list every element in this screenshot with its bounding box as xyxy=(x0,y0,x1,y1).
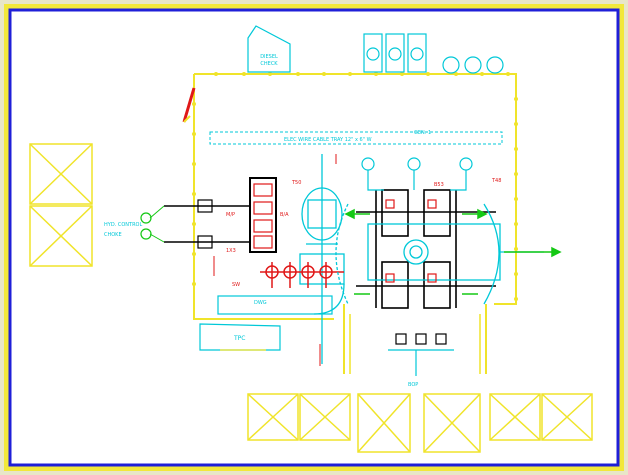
left-label-1: HYD. CONTROL xyxy=(104,222,142,228)
svg-text:M/P: M/P xyxy=(226,212,235,218)
svg-text:DWG: DWG xyxy=(254,300,267,306)
red-annotations xyxy=(213,154,337,366)
ctl-box-label: TPC xyxy=(233,335,245,342)
bop-label: BOP xyxy=(408,382,418,388)
cable-tray: ELEC WIRE CABLE TRAY 12" x 6" W GEN. 1 xyxy=(209,130,503,145)
svg-text:T50: T50 xyxy=(291,180,301,186)
svg-text:T48: T48 xyxy=(491,178,501,184)
left-manifold: HYD. CONTROL CHOKE xyxy=(104,199,250,249)
engine-top-pumps xyxy=(361,157,473,191)
right-guides xyxy=(349,314,481,374)
svg-text:B/A: B/A xyxy=(280,212,289,218)
control-area: DWG TPC xyxy=(199,295,333,351)
outline-markers xyxy=(192,72,518,301)
cable-tray-label: ELEC WIRE CABLE TRAY 12" x 6" W xyxy=(284,137,372,143)
top-box-label: DIESEL xyxy=(260,54,278,60)
engine-red: B53 T48 xyxy=(385,178,501,283)
left-crossed-boxes xyxy=(29,143,93,267)
top-tanks xyxy=(363,33,427,73)
top-circles xyxy=(442,56,504,74)
red-marker xyxy=(182,87,196,123)
left-label-2: CHOKE xyxy=(104,232,122,238)
red-valve-row: SW xyxy=(232,262,344,288)
svg-text:CHECK: CHECK xyxy=(260,61,278,67)
engine-assembly xyxy=(356,189,496,309)
svg-text:1X3: 1X3 xyxy=(226,248,236,254)
rig-layout-drawing: DIESEL CHECK ELEC WIRE CABLE TRAY 12" x … xyxy=(4,4,624,471)
svg-text:SW: SW xyxy=(232,282,240,288)
bop-valves xyxy=(388,333,454,376)
engine-cyan xyxy=(335,203,544,305)
pump-block-left: T50 B/A M/P 1X3 xyxy=(226,177,301,254)
rig-floor-outline xyxy=(193,73,517,374)
top-equipment-box: DIESEL CHECK xyxy=(247,25,291,73)
gen-label: GEN. 1 xyxy=(414,130,431,136)
green-arrows xyxy=(344,208,562,295)
cyan-central-unit xyxy=(299,154,345,364)
bottom-crossed-boxes xyxy=(247,393,593,453)
svg-text:B53: B53 xyxy=(434,182,444,188)
